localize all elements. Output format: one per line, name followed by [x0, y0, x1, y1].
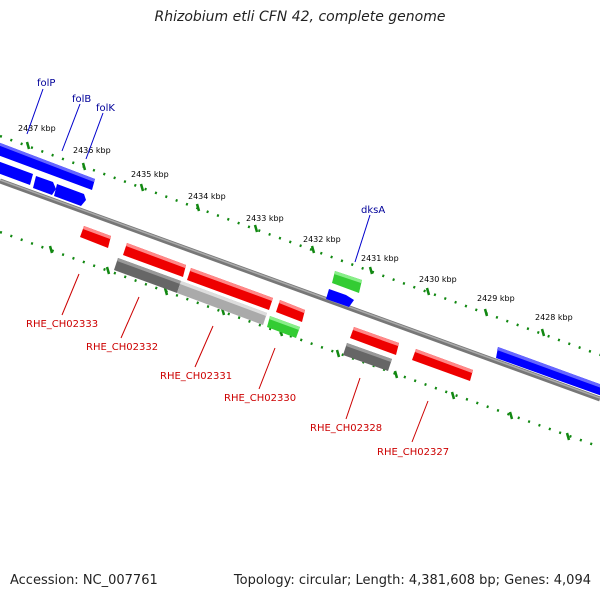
- gene-highlight: [279, 300, 305, 313]
- top-dotted-scale: [0, 134, 600, 357]
- tick-mark: [163, 287, 169, 296]
- tick-mark: [565, 432, 571, 441]
- gene-folK-arrow[interactable]: [33, 176, 56, 195]
- leader-line: [411, 400, 429, 443]
- tick-label: 2434 kbp: [188, 192, 226, 201]
- gene-label-RHE_CH02333[interactable]: RHE_CH02333: [26, 319, 98, 330]
- rna-gene[interactable]: [332, 271, 362, 293]
- leader-line: [85, 112, 104, 160]
- gene-highlight: [353, 327, 399, 346]
- leader-line: [194, 325, 214, 368]
- tick-mark: [425, 287, 431, 296]
- gene-arrow-highlight: [497, 347, 600, 388]
- gene-label-RHE_CH02330[interactable]: RHE_CH02330: [224, 393, 296, 404]
- rna-gene-highlight: [334, 271, 362, 283]
- gene-highlight: [346, 343, 392, 362]
- tick-mark: [393, 370, 399, 379]
- tick-label: 2435 kbp: [131, 170, 169, 179]
- tick-mark: [139, 183, 145, 192]
- reverse-genes: [80, 226, 473, 381]
- tick-mark: [335, 349, 341, 358]
- tick-label: 2437 kbp: [18, 124, 56, 133]
- gene-RHE_CH02332-arrow[interactable]: [114, 258, 181, 293]
- gene-arrow[interactable]: [54, 184, 86, 206]
- rna-genes: [267, 271, 362, 338]
- tick-label: 2429 kbp: [477, 294, 515, 303]
- leader-line: [345, 377, 361, 420]
- tick-mark: [81, 162, 87, 171]
- tick-mark: [450, 391, 456, 400]
- pseudo-genes: [114, 258, 392, 371]
- gene-RHE_CH02327-arrow[interactable]: [412, 349, 473, 381]
- gene-highlight: [117, 258, 181, 284]
- genome-backbone: [0, 178, 600, 402]
- map-title: Rhizobium etli CFN 42, complete genome: [154, 9, 446, 25]
- gene-label-RHE_CH02331[interactable]: RHE_CH02331: [160, 371, 232, 382]
- tick-mark: [508, 411, 514, 420]
- leader-line: [61, 273, 80, 316]
- rna-gene[interactable]: [267, 316, 300, 338]
- gene-label-folP[interactable]: folP: [37, 78, 55, 89]
- forward-genes: [0, 142, 600, 396]
- gene-RHE_CH02333-arrow[interactable]: [80, 226, 111, 248]
- leader-line: [26, 88, 44, 135]
- tick-mark: [368, 266, 374, 275]
- bottom-major-ticks: [48, 245, 571, 441]
- gene-label-folB[interactable]: folB: [72, 94, 91, 105]
- tick-label: 2432 kbp: [303, 235, 341, 244]
- gene-arrow[interactable]: [350, 327, 399, 355]
- accession-text: Accession: NC_007761: [10, 573, 158, 588]
- gene-arrow[interactable]: [343, 343, 392, 371]
- tick-mark: [48, 245, 54, 254]
- gene-highlight: [415, 349, 473, 373]
- rna-gene-highlight: [269, 316, 300, 330]
- gene-dksA-arrow[interactable]: [326, 289, 354, 307]
- genome-backbone-highlight: [0, 179, 600, 399]
- tick-mark: [195, 203, 201, 212]
- tick-label: 2431 kbp: [361, 254, 399, 263]
- tick-mark: [105, 266, 111, 275]
- gene-RHE_CH02330-arrow[interactable]: [276, 300, 305, 322]
- gene-label-RHE_CH02328[interactable]: RHE_CH02328: [310, 423, 382, 434]
- gene-RHE_CH02331-pseudo[interactable]: [177, 281, 267, 325]
- leader-line: [120, 296, 140, 339]
- gene-highlight: [180, 281, 267, 316]
- tick-label: 2433 kbp: [246, 214, 284, 223]
- leader-line: [354, 214, 371, 263]
- tick-mark: [483, 308, 489, 317]
- leader-line: [258, 347, 276, 390]
- gene-arrow[interactable]: [123, 243, 186, 277]
- tick-mark: [253, 224, 259, 233]
- tick-label: 2430 kbp: [419, 275, 457, 284]
- gene-label-folK[interactable]: folK: [96, 103, 115, 114]
- gene-folP-highlight: [0, 142, 95, 182]
- tick-label: 2436 kbp: [73, 146, 111, 155]
- genome-summary-text: Topology: circular; Length: 4,381,608 bp…: [233, 573, 591, 588]
- gene-highlight: [190, 268, 273, 301]
- tick-label: 2428 kbp: [535, 313, 573, 322]
- gene-label-RHE_CH02332[interactable]: RHE_CH02332: [86, 342, 158, 353]
- gene-label-dksA[interactable]: dksA: [361, 205, 385, 216]
- tick-mark: [540, 328, 546, 337]
- gene-highlight: [126, 243, 186, 268]
- top-major-ticks: [25, 141, 546, 337]
- gene-RHE_CH02331-arrow[interactable]: [187, 268, 273, 310]
- gene-folB-arrow[interactable]: [0, 160, 33, 185]
- gene-highlight: [83, 226, 111, 239]
- tick-mark: [310, 245, 316, 254]
- tick-mark: [25, 141, 31, 150]
- leader-line: [61, 103, 81, 152]
- gene-label-RHE_CH02327[interactable]: RHE_CH02327: [377, 447, 449, 458]
